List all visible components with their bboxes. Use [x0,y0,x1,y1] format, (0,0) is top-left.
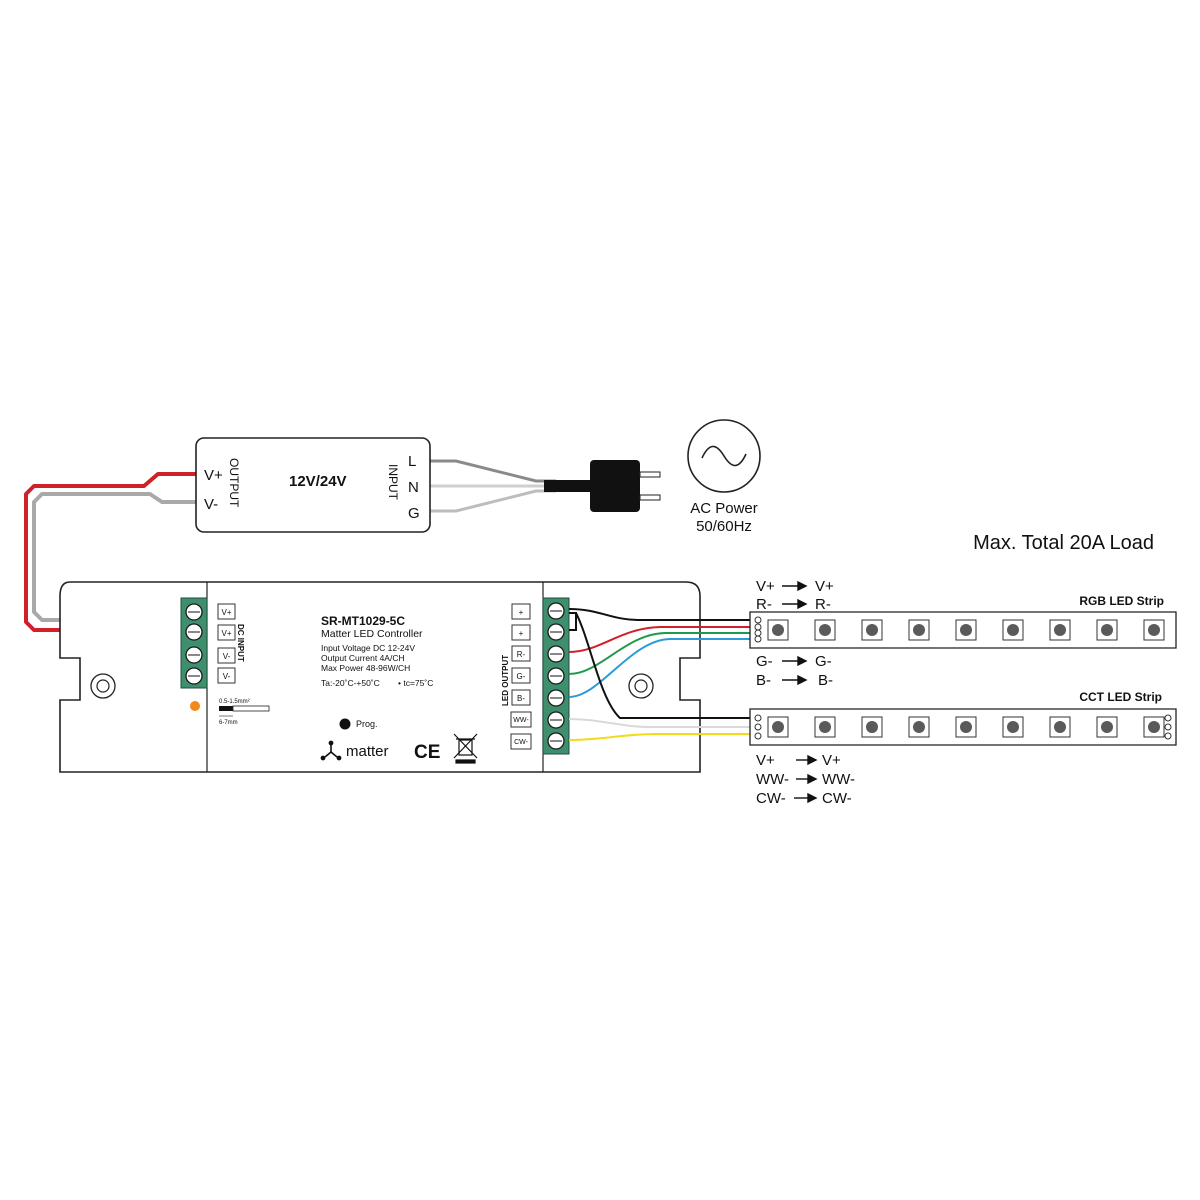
spec-input-voltage: Input Voltage DC 12-24V [321,643,415,653]
led-terminal-4: G- [517,672,526,681]
wire-strip-spec: 6-7mm [219,720,238,726]
rgb-map-b-to: B- [818,672,833,689]
rgb-led-core [819,624,831,636]
ac-power-label: AC Power [690,500,758,517]
power-supply: V+ V- OUTPUT 12V/24V INPUT L N G [195,437,431,533]
rgb-map-b-from: B- [756,672,771,689]
ac-power-symbol: AC Power 50/60Hz [687,419,761,535]
cct-map-ww-to: WW- [822,771,855,788]
rgb-map-v-plus-to: V+ [815,578,834,595]
controller-subtitle: Matter LED Controller [321,628,423,640]
rgb-led-core [1054,624,1066,636]
weee-bin-icon [453,733,478,764]
dc-input-label: DC INPUT [236,624,245,662]
led-terminal-2: + [519,629,524,638]
plug-body [590,460,640,512]
cct-led-strip: CCT LED Strip V+ V+ WW- WW- CW- CW- [749,690,1177,807]
green-wire-g-minus [568,632,750,675]
max-load-label: Max. Total 20A Load [973,532,1154,554]
black-wire-rgb-v-plus [568,608,750,621]
psu-output-label: OUTPUT [227,458,241,508]
psu-input-l: L [408,453,416,470]
controller-model: SR-MT1029-5C [321,614,405,628]
psu-to-plug-wires [430,459,556,513]
dc-terminal-3: V- [223,652,231,661]
cct-map-v-plus-from: V+ [756,752,775,769]
cct-strip-label: CCT LED Strip [1079,690,1162,704]
rgb-map-r-from: R- [756,596,772,613]
rgb-led-core [1148,624,1160,636]
psu-title: 12V/24V [289,473,347,490]
cct-led-core [1054,721,1066,733]
black-wire-jumper [569,612,577,631]
cct-led-core [1148,721,1160,733]
psu-input-label: INPUT [386,464,400,501]
red-wire-r-minus [568,626,750,653]
rgb-led-core [1007,624,1019,636]
rgb-led-chips [767,619,1165,641]
psu-output-v-plus: V+ [204,467,223,484]
wire-gauge-spec: 0.5-1.5mm² [219,699,250,705]
ac-plug [544,460,661,512]
dc-terminal-4: V- [223,672,231,681]
ce-mark: CE [414,742,440,763]
dc-terminal-1: V+ [221,608,231,617]
yellow-wire-cw-minus [568,733,750,741]
rgb-map-g-from: G- [756,653,773,670]
matter-logo-icon [320,740,342,761]
rgb-map-g-to: G- [815,653,832,670]
led-terminal-1: + [519,608,524,617]
cct-led-core [1007,721,1019,733]
psu-input-g: G [408,505,420,522]
psu-output-v-minus: V- [204,496,218,513]
cct-led-core [772,721,784,733]
prog-button[interactable] [339,718,351,730]
spec-max-power: Max Power 48-96W/CH [321,663,410,673]
cct-map-cw-from: CW- [756,790,786,807]
cct-led-core [819,721,831,733]
cct-led-core [1101,721,1113,733]
spec-tc: • tc=75˚C [398,678,433,688]
rgb-led-core [913,624,925,636]
power-supply-box [195,437,431,533]
rgb-led-core [1101,624,1113,636]
psu-input-n: N [408,479,419,496]
status-led [190,701,200,711]
ac-frequency-label: 50/60Hz [696,518,752,535]
led-terminal-7: CW- [514,739,529,746]
cct-led-core [866,721,878,733]
rgb-led-strip: RGB LED Strip V+ V+ R- R- G- G- B- B- [749,578,1177,689]
led-output-label: LED OUTPUT [501,655,510,706]
cct-map-v-plus-to: V+ [822,752,841,769]
cct-led-chips [767,716,1165,738]
rgb-led-core [866,624,878,636]
cct-map-ww-from: WW- [756,771,789,788]
spec-output-current: Output Current 4A/CH [321,653,405,663]
prog-label: Prog. [356,719,378,729]
rgb-led-core [772,624,784,636]
spec-temperature: Ta:-20˚C-+50˚C [321,678,380,688]
white-wire-ww-minus [568,718,750,728]
cct-map-cw-to: CW- [822,790,852,807]
led-output-wires [568,608,750,741]
cct-map-arrows [794,754,818,804]
red-wire-v-plus [24,472,196,632]
controller: V+ V+ V- V- DC INPUT 0.5-1.5mm² 6-7mm SR… [59,581,701,773]
rgb-led-core [960,624,972,636]
rgb-map-v-plus-from: V+ [756,578,775,595]
led-terminal-3: R- [517,650,526,659]
dc-terminal-2: V+ [221,629,231,638]
rgb-strip-label: RGB LED Strip [1079,594,1164,608]
cct-led-core [913,721,925,733]
rgb-map-r-to: R- [815,596,831,613]
led-terminal-6: WW- [513,717,529,724]
rgb-map-arrows [782,580,808,686]
black-wire-cct-v-plus [575,612,750,719]
matter-label: matter [346,743,389,760]
blue-wire-b-minus [568,638,750,698]
led-terminal-5: B- [517,694,525,703]
cct-led-core [960,721,972,733]
